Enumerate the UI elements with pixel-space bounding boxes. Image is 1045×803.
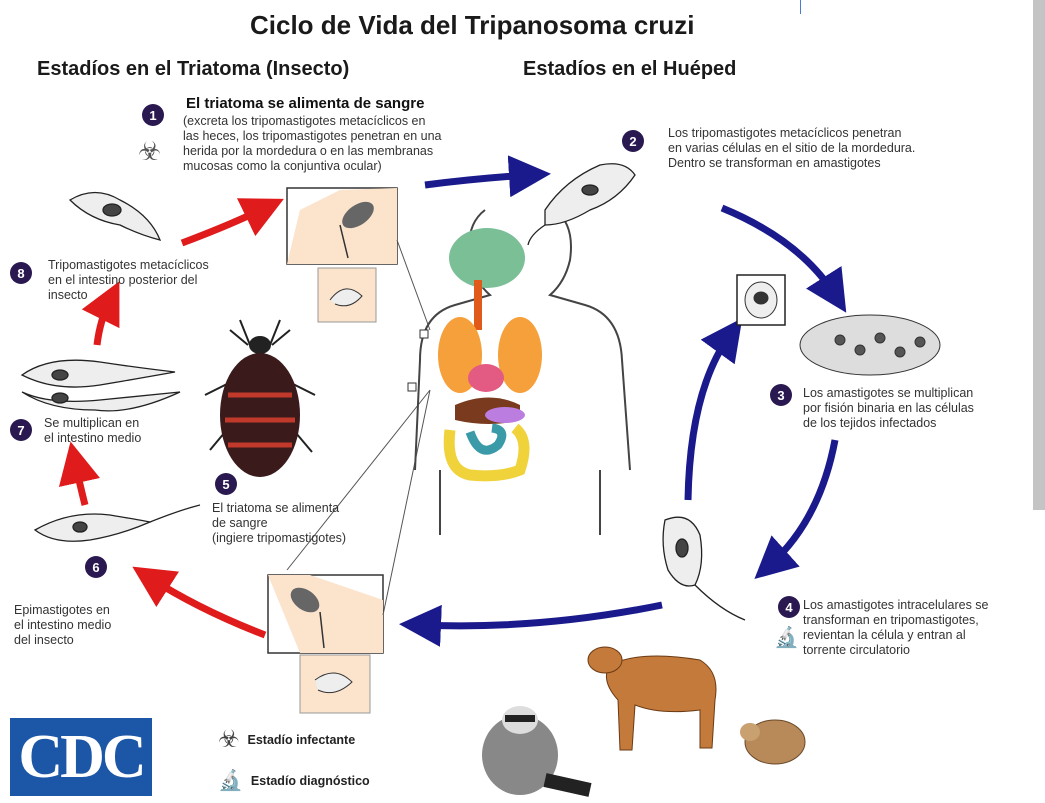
arrow-7-to-8	[81, 281, 120, 346]
step-badge-4: 4	[778, 596, 800, 618]
bite-box-top	[286, 187, 398, 323]
trypomastigote-stage-8	[68, 191, 162, 241]
human-body-illustration	[407, 209, 631, 535]
arrow-5-to-6	[132, 566, 267, 639]
trypomastigote-stage-2	[527, 163, 636, 246]
step-2-text: Los tripomastigotes metacíclicos penetra…	[668, 126, 916, 170]
dividing-epimastigotes-stage-7	[20, 359, 181, 412]
arrow-4-to-5	[399, 601, 663, 647]
step-1-heading: El triatoma se alimenta de sangre	[186, 95, 425, 112]
arrow-8-to-1	[180, 198, 284, 247]
raccoon-illustration	[482, 706, 592, 797]
arrow-2-to-3	[720, 204, 847, 313]
trypomastigote-stage-4	[662, 516, 746, 621]
legend-diagnostic-label: Estadío diagnóstico	[250, 773, 370, 788]
step-badge-2: 2	[622, 130, 644, 152]
epimastigote-stage-6	[33, 504, 201, 542]
microscope-icon: 🔬	[774, 627, 799, 649]
microscope-icon: 🔬	[218, 770, 243, 792]
step-badge-5: 5	[215, 473, 237, 495]
cdc-logo: CDC	[10, 718, 152, 796]
legend: ☣ Estadío infectante 🔬 Estadío diagnósti…	[218, 725, 370, 793]
biohazard-icon: ☣	[138, 136, 162, 166]
step-badge-1: 1	[142, 104, 164, 126]
step-1-text: (excreta los tripomastigotes metacíclico…	[183, 114, 442, 173]
section-insect-heading: Estadíos en el Triatoma (Insecto)	[37, 58, 350, 80]
arrow-3-to-4	[754, 439, 839, 580]
step-badge-7: 7	[10, 419, 32, 441]
step-badge-8: 8	[10, 262, 32, 284]
scrollbar[interactable]	[1033, 0, 1045, 510]
arrow-1-to-2	[424, 155, 551, 198]
opossum-illustration	[740, 719, 806, 765]
legend-infective-label: Estadío infectante	[247, 732, 356, 747]
triatoma-bug-illustration	[204, 319, 316, 477]
biohazard-icon: ☣	[218, 726, 240, 753]
page-title: Ciclo de Vida del Tripanosoma cruzi	[250, 10, 695, 40]
arrow-6-to-7	[58, 441, 100, 506]
step-badge-6: 6	[85, 556, 107, 578]
dog-illustration	[587, 646, 717, 751]
step-badge-3: 3	[770, 384, 792, 406]
section-host-heading: Estadíos en el Huéped	[523, 58, 737, 80]
bite-box-bottom	[267, 574, 384, 714]
window-edge-line	[800, 0, 801, 14]
arrow-4-to-3-return	[684, 318, 743, 501]
tissue-cells-stage-3	[736, 274, 941, 376]
